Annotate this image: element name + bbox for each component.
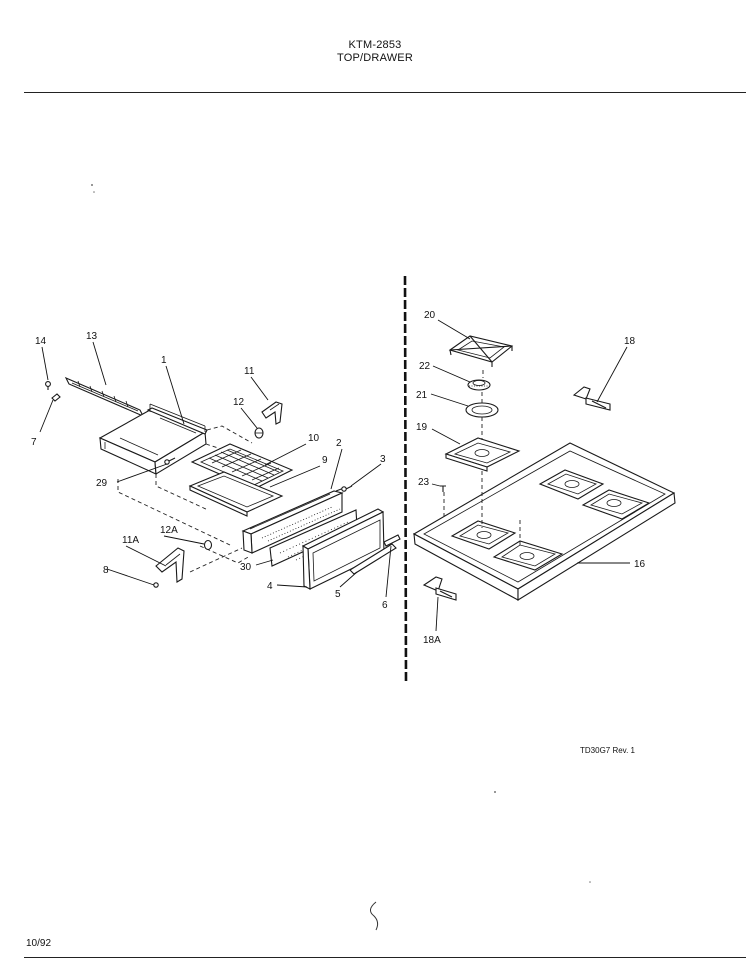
callout-4: 4	[267, 581, 273, 592]
callout-13: 13	[86, 331, 98, 342]
part-16-cooktop	[412, 442, 676, 601]
part-30-drawer-front	[241, 490, 344, 554]
part-11-bracket	[261, 401, 283, 425]
section-divider-line	[403, 275, 408, 685]
callout-8: 8	[103, 565, 109, 576]
part-1-drawer-body	[98, 403, 208, 475]
part-14-screw	[45, 381, 51, 390]
callout-22: 22	[419, 361, 431, 372]
callout-18a: 18A	[423, 635, 441, 646]
callout-2: 2	[336, 438, 342, 449]
section-title: TOP/DRAWER	[337, 52, 413, 64]
part-6-handle-cap	[383, 534, 401, 547]
part-13-drawer-rail	[64, 376, 145, 418]
callout-labels: 14 13 7 1 11 12 10 9 2 3 29 12A 11A 8 30…	[31, 310, 646, 646]
part-11a-bracket	[155, 547, 185, 583]
callout-16: 16	[634, 559, 646, 570]
part-21-burner-ring	[465, 402, 499, 418]
part-10-broiler-grid	[190, 443, 294, 490]
callout-11a: 11A	[122, 535, 139, 546]
scan-specks	[91, 184, 591, 931]
callout-29: 29	[96, 478, 108, 489]
callout-10: 10	[308, 433, 320, 444]
part-18a-hinge	[422, 576, 457, 601]
part-5-handle	[349, 543, 397, 575]
part-9-broiler-pan	[188, 471, 284, 517]
callout-30: 30	[240, 562, 252, 573]
callout-19: 19	[416, 422, 428, 433]
callout-23: 23	[418, 477, 430, 488]
callout-12a: 12A	[160, 525, 178, 536]
header-rule	[24, 92, 746, 93]
callout-3: 3	[380, 454, 386, 465]
callout-21: 21	[416, 390, 428, 401]
part-3-screw	[341, 485, 353, 492]
callout-12: 12	[233, 397, 245, 408]
footer-date: 10/92	[26, 938, 52, 949]
part-19-burner-pan	[444, 437, 521, 472]
callout-1: 1	[161, 355, 167, 366]
callout-9: 9	[322, 455, 328, 466]
callout-5: 5	[335, 589, 341, 600]
callout-18: 18	[624, 336, 636, 347]
part-12a-roller	[203, 539, 213, 551]
part-20-burner-grate	[448, 335, 514, 367]
part-18-hinge	[572, 386, 611, 411]
model-number: KTM-2853	[348, 39, 402, 51]
callout-20: 20	[424, 310, 436, 321]
callout-6: 6	[382, 600, 388, 611]
callout-14: 14	[35, 336, 47, 347]
part-8-screw	[153, 582, 159, 588]
part-23-screw	[440, 485, 446, 492]
part-7-clip	[51, 393, 61, 402]
leader-lines	[39, 319, 630, 632]
drawing-reference: TD30G7 Rev. 1	[580, 746, 635, 755]
callout-11: 11	[244, 366, 255, 377]
footer-rule	[24, 957, 746, 958]
part-22-burner-cap	[467, 379, 491, 391]
callout-7: 7	[31, 437, 37, 448]
part-12-roller	[254, 427, 264, 439]
